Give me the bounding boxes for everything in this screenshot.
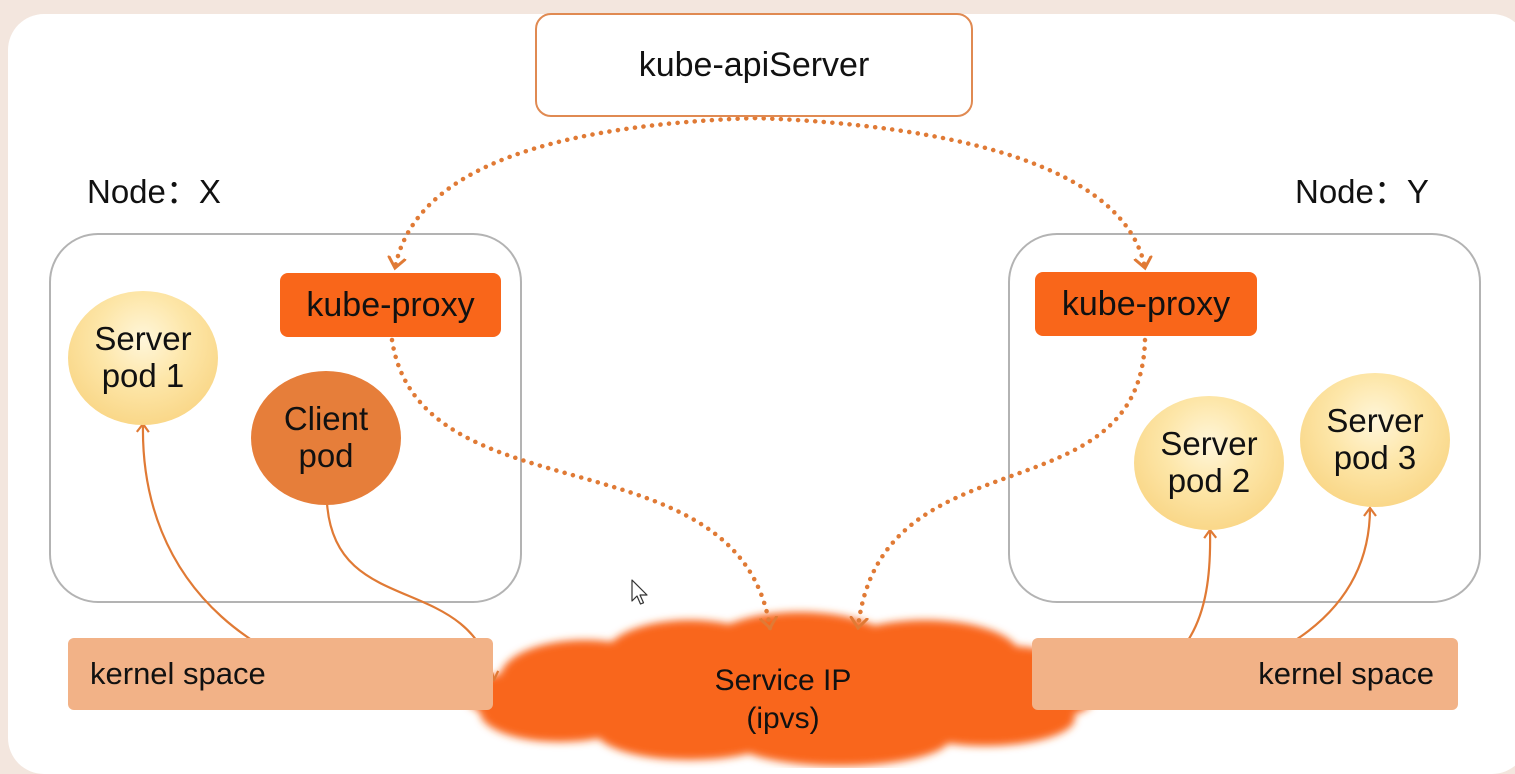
api-to-proxy-y-line: [752, 115, 1145, 268]
kernel-space-y-label: kernel space: [1258, 656, 1434, 691]
node-y-box: [1008, 233, 1481, 603]
server-pod-3: Server pod 3: [1300, 373, 1450, 507]
kube-proxy-y-label: kube-proxy: [1061, 284, 1231, 323]
kernel-space-x-label: kernel space: [90, 656, 266, 691]
client-pod-label: Client pod: [283, 400, 369, 474]
kube-apiserver-label: kube-apiServer: [638, 45, 870, 84]
server-pod-2-label: Server pod 2: [1160, 425, 1258, 499]
proxy-y-to-service-line: [858, 337, 1148, 628]
mouse-cursor-icon: [631, 579, 648, 605]
api-to-proxy-x-line: [395, 115, 758, 268]
kube-proxy-x-label: kube-proxy: [306, 285, 475, 324]
node-x-box: [49, 233, 522, 603]
service-ip-label: Service IP (ipvs): [714, 664, 852, 736]
kernel-space-x: kernel space: [68, 638, 493, 710]
kube-proxy-y: kube-proxy: [1035, 272, 1257, 336]
kube-apiserver-box: kube-apiServer: [535, 13, 973, 117]
node-x-label: Node：X: [87, 173, 221, 210]
kernel-space-y: kernel space: [1032, 638, 1458, 710]
server-pod-1-label: Server pod 1: [94, 320, 192, 394]
client-pod: Client pod: [251, 371, 401, 505]
server-pod-3-label: Server pod 3: [1326, 402, 1424, 476]
proxy-x-to-service-line: [389, 337, 770, 628]
kube-proxy-x: kube-proxy: [280, 273, 501, 337]
server-pod-1: Server pod 1: [68, 291, 218, 425]
server-pod-2: Server pod 2: [1134, 396, 1284, 530]
node-y-label: Node：Y: [1295, 173, 1429, 210]
